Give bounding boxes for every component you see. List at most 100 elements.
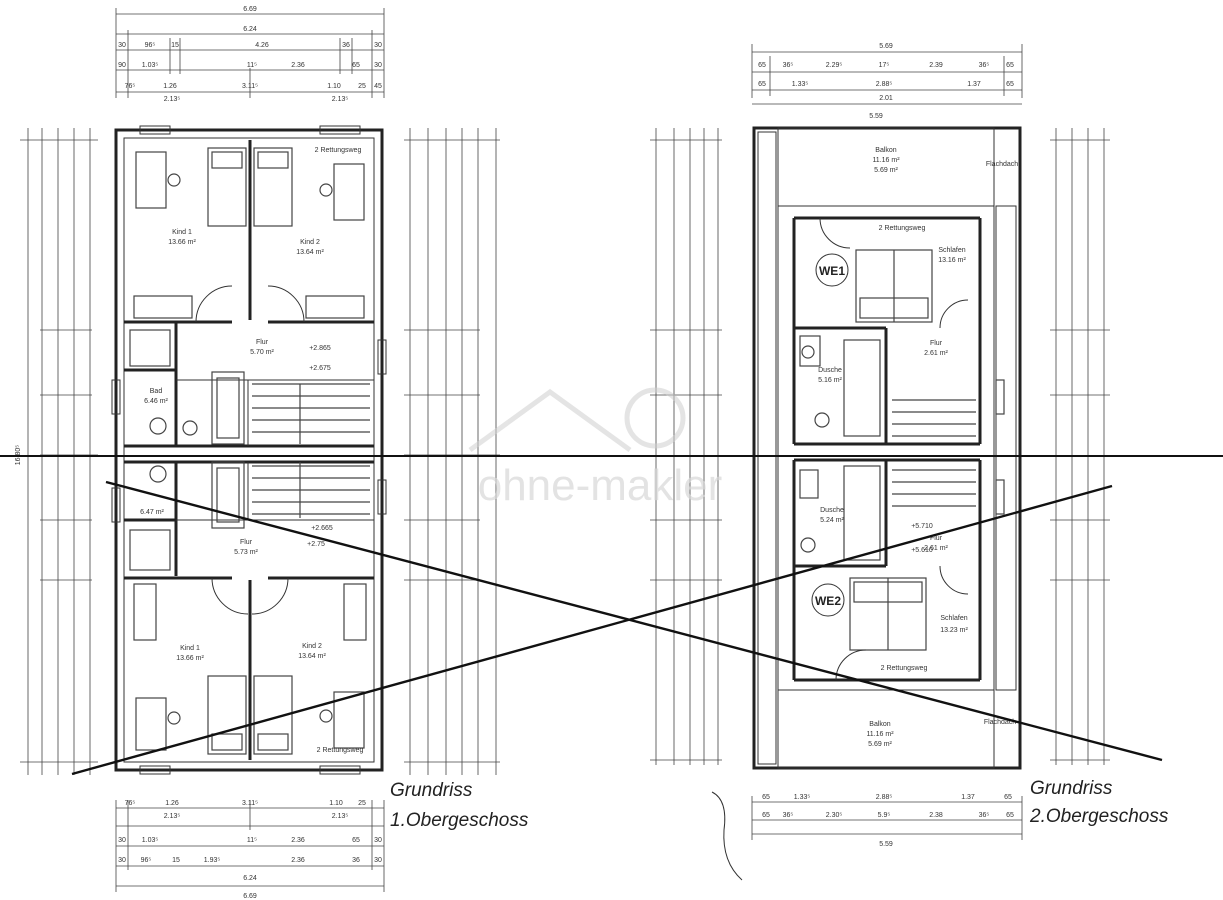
room-name: Kind 2 — [302, 643, 322, 650]
escape-route-tag: 2 Rettungsweg — [315, 147, 362, 154]
dim-label: 15 — [171, 42, 179, 49]
flat-roof-tag: Flachdach — [986, 161, 1018, 168]
room-name: Flur — [256, 339, 269, 346]
dim-label: 11⁵ — [247, 62, 257, 69]
dim-label: 11⁵ — [247, 837, 257, 844]
plan-caption-line1: Grundriss — [1030, 778, 1113, 799]
dim-label: 36⁵ — [783, 812, 794, 819]
dim-overall: 6.69 — [243, 893, 257, 900]
dim-label: 1.10 — [329, 800, 343, 807]
dim-label: 2.29⁵ — [826, 62, 843, 69]
pen-stroke — [711, 791, 743, 881]
room-name: Kind 1 — [180, 645, 200, 652]
dim-label: 1.37 — [961, 794, 975, 801]
room-name: Schlafen — [940, 615, 967, 622]
room-area: 11.16 m² — [872, 157, 900, 164]
dim-label: 30 — [118, 857, 126, 864]
furniture-lower-1og — [129, 461, 370, 755]
dim-label: 3.11⁵ — [242, 800, 258, 807]
left-dimension-chain-1og: 16.80⁵ — [15, 128, 98, 775]
dim-label: 2.36 — [291, 837, 305, 844]
inner-wall-line-1og — [123, 137, 375, 763]
dim-label: 17⁵ — [879, 62, 890, 69]
dim-label: 2.36 — [291, 62, 305, 69]
room-area: 13.66 m² — [176, 655, 204, 662]
dim-inner: 6.24 — [243, 875, 257, 882]
room-area: 5.73 m² — [234, 549, 258, 556]
dim-label: 65 — [352, 837, 360, 844]
dim-label: 2.13⁵ — [332, 96, 349, 103]
dim-label: 30 — [374, 42, 382, 49]
dim-label: 76⁵ — [125, 800, 136, 807]
dim-label: 65 — [1006, 62, 1014, 69]
escape-route-tag: 2 Rettungsweg — [879, 225, 926, 232]
dim-label: 2.38 — [929, 812, 943, 819]
dim-label: 5.9⁵ — [878, 812, 891, 819]
dim-label: 2.39 — [929, 62, 943, 69]
dim-label: 65 — [762, 812, 770, 819]
dim-label: 30 — [118, 42, 126, 49]
right-dimension-chain-1og — [404, 128, 500, 775]
plan-caption-line1: Grundriss — [390, 780, 473, 801]
dim-label: 3.11⁵ — [242, 83, 258, 90]
plan-caption-line2: 2.Obergeschoss — [1029, 806, 1169, 827]
dim-label: 65 — [762, 794, 770, 801]
room-area: 2.61 m² — [924, 350, 948, 357]
level-mark: +5.610 — [911, 547, 933, 554]
dim-label: 25 — [358, 800, 366, 807]
room-name: Bad — [150, 388, 163, 395]
room-name: Kind 1 — [172, 229, 192, 236]
dim-label: 25 — [358, 83, 366, 90]
bottom-dimension-chain-1og: 76⁵ 1.26 3.11⁵ 1.10 25 2.13⁵ 2.13⁵ 30 1.… — [115, 800, 385, 900]
dim-label: 1.37 — [967, 81, 981, 88]
dim-label: 2.88⁵ — [876, 81, 893, 88]
dim-label: 36⁵ — [783, 62, 794, 69]
dim-label: 96⁵ — [145, 42, 156, 49]
room-area: 5.69 m² — [868, 741, 892, 748]
plan-2og: 5.69 65 36⁵ 2.29⁵ 17⁵ 2.39 36⁵ 65 65 1.3… — [650, 43, 1169, 848]
unit-badge-we1 — [815, 253, 849, 287]
dim-label: 5.59 — [869, 113, 883, 120]
strike-line-b — [71, 484, 1113, 776]
dim-label: 2.01 — [879, 95, 893, 102]
dim-label: 36 — [342, 42, 350, 49]
dim-label: 65 — [1006, 812, 1014, 819]
dim-label: 5.59 — [879, 841, 893, 848]
unit-label: WE1 — [819, 264, 845, 278]
dim-label: 2.13⁵ — [332, 813, 349, 820]
dim-label: 30 — [118, 837, 126, 844]
dim-label: 1.03⁵ — [142, 62, 159, 69]
top-dimension-chain-2og: 5.69 65 36⁵ 2.29⁵ 17⁵ 2.39 36⁵ 65 65 1.3… — [751, 43, 1023, 120]
dim-label: 1.26 — [163, 83, 177, 90]
room-area: 13.64 m² — [296, 249, 324, 256]
plan-caption-line2: 1.Obergeschoss — [390, 810, 529, 831]
dim-label: 4.26 — [255, 42, 269, 49]
dim-label: 65 — [758, 62, 766, 69]
dim-label: 30 — [374, 857, 382, 864]
dim-label: 2.88⁵ — [876, 794, 893, 801]
dim-inner: 6.24 — [243, 26, 257, 33]
dim-label: 65 — [758, 81, 766, 88]
room-area: 5.16 m² — [818, 377, 842, 384]
room-area: 5.24 m² — [820, 517, 844, 524]
room-area: 13.64 m² — [298, 653, 326, 660]
dim-label: 2.30⁵ — [826, 812, 843, 819]
dim-label: 15 — [172, 857, 180, 864]
dim-overall: 5.69 — [879, 43, 893, 50]
room-labels-1og: Kind 1 13.66 m² Kind 2 13.64 m² Flur 5.7… — [140, 147, 363, 754]
room-area: 6.47 m² — [140, 509, 164, 516]
room-area: 13.16 m² — [938, 257, 966, 264]
bottom-dimension-chain-2og: 65 1.33⁵ 2.88⁵ 1.37 65 65 36⁵ 2.30⁵ 5.9⁵… — [751, 794, 1023, 848]
dim-label: 96⁵ — [141, 857, 152, 864]
side-dimension-chains-2og — [650, 128, 1110, 765]
balcony-top — [777, 127, 995, 207]
dim-label: 65 — [1004, 794, 1012, 801]
top-dimension-chain-1og: 6.69 6.24 30 96⁵ 15 4.26 36 30 90 1.03⁵ … — [115, 6, 385, 103]
dim-label: 30 — [374, 62, 382, 69]
dim-label: 36⁵ — [979, 62, 990, 69]
room-name: Flur — [930, 535, 943, 542]
dim-label: 2.13⁵ — [164, 813, 181, 820]
room-name: Kind 2 — [300, 239, 320, 246]
furniture-upper-1og — [129, 147, 370, 445]
